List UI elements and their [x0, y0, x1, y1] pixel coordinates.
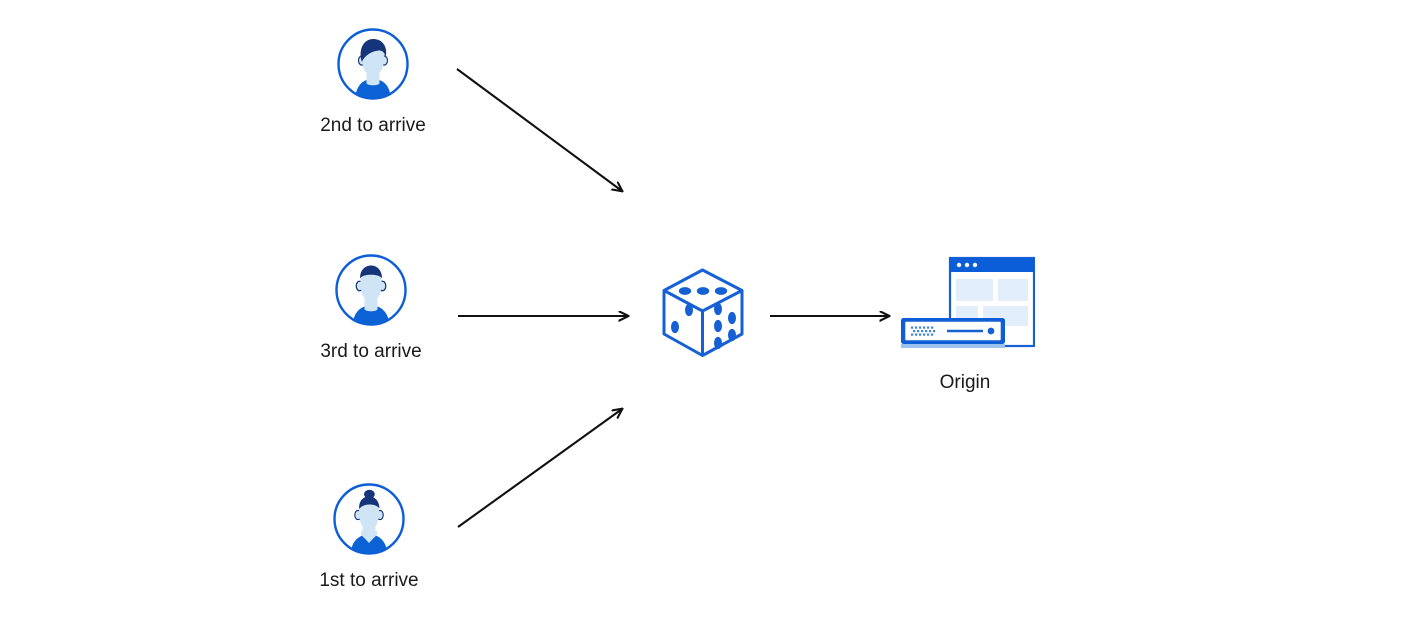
arrow-2nd-to-dice: [456, 68, 622, 191]
node-user-1st: 1st to arrive: [299, 481, 439, 593]
node-label-user-2nd: 2nd to arrive: [320, 115, 426, 136]
user-avatar-icon: [333, 252, 409, 328]
server-device: [901, 318, 1005, 348]
node-label-origin: Origin: [939, 372, 991, 393]
node-origin: Origin: [875, 256, 1055, 395]
user-avatar-icon: [331, 481, 407, 557]
arrow-1st-to-dice: [457, 409, 622, 528]
node-user-2nd: 2nd to arrive: [303, 26, 443, 138]
user-avatar-icon: [335, 26, 411, 102]
node-label-user-3rd: 3rd to arrive: [320, 341, 422, 362]
node-label-user-1st: 1st to arrive: [319, 570, 419, 591]
dice-icon: [662, 268, 744, 357]
node-randomizer: [650, 262, 760, 372]
origin-server-icon: [895, 256, 1036, 361]
node-user-3rd: 3rd to arrive: [301, 252, 441, 364]
